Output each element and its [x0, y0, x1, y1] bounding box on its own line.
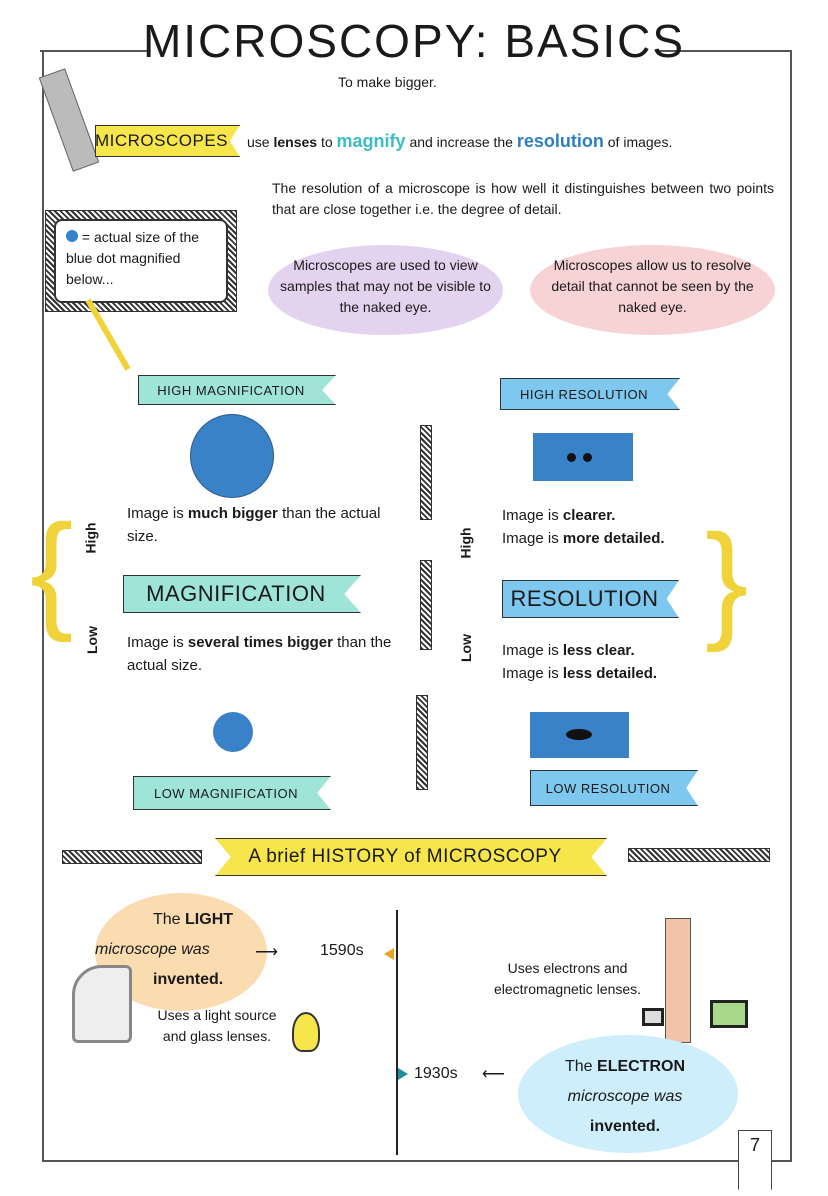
- large-blue-circle: [190, 414, 274, 498]
- text: Image is: [502, 642, 559, 659]
- timeline-line: [396, 910, 398, 1155]
- purple-note: Microscopes are used to view samples tha…: [268, 245, 503, 335]
- title-rule-left: [40, 50, 150, 52]
- high-magnification-banner: HIGH MAGNIFICATION: [138, 375, 336, 405]
- dot: [583, 453, 592, 462]
- electron-uses-text: Uses electrons and electromagnetic lense…: [493, 960, 642, 997]
- divider-3: [416, 695, 428, 790]
- dot-size-box-inner: = actual size of the blue dot magnified …: [54, 219, 228, 303]
- high-label: High: [457, 527, 474, 559]
- purple-note-text: Microscopes are used to view samples tha…: [280, 257, 491, 315]
- history-rule-right: [628, 848, 770, 862]
- note-to-make-bigger: To make bigger.: [338, 74, 437, 90]
- low-label: Low: [84, 626, 100, 654]
- pink-note-text: Microscopes allow us to resolve detail t…: [551, 257, 754, 315]
- dot-size-text: = actual size of the blue dot magnified …: [66, 229, 200, 287]
- electron-microscope-icon: [665, 918, 691, 1043]
- resolution-banner: RESOLUTION: [502, 580, 679, 618]
- text: clearer.: [562, 507, 616, 524]
- text: microscope was: [95, 941, 210, 958]
- high-magnification-text: Image is much bigger than the actual siz…: [127, 503, 397, 548]
- text: less detailed.: [562, 664, 658, 682]
- text: than the actual size.: [127, 505, 381, 545]
- dot: [567, 453, 576, 462]
- magnification-banner: MAGNIFICATION: [123, 575, 361, 613]
- low-magnification-banner: LOW MAGNIFICATION: [133, 776, 331, 810]
- microscopes-banner: MICROSCOPES: [95, 125, 240, 157]
- light-bulb-icon: [292, 1012, 320, 1052]
- resolution-word: resolution: [516, 131, 604, 151]
- dot-size-box: = actual size of the blue dot magnified …: [45, 210, 237, 312]
- text: more detailed.: [562, 529, 665, 547]
- text: Image is: [127, 634, 184, 651]
- monitor-icon: [710, 1000, 748, 1028]
- light-microscope-icon: [72, 965, 132, 1043]
- high-resolution-banner: HIGH RESOLUTION: [500, 378, 680, 410]
- divider-2: [420, 560, 432, 650]
- left-brace: {: [30, 497, 74, 643]
- year-1930s: 1930s: [414, 1065, 458, 1082]
- monitor-icon: [642, 1008, 664, 1026]
- history-banner: A brief HISTORY of MICROSCOPY: [215, 838, 607, 876]
- text: invented.: [589, 1118, 661, 1135]
- text: use: [247, 134, 270, 150]
- low-resolution-text: Image is less clear. Image is less detai…: [502, 640, 657, 685]
- text: Image is: [127, 505, 184, 522]
- text: LIGHT: [185, 911, 234, 928]
- text: invented.: [153, 971, 224, 988]
- arrow-to-1590s: ⟶: [255, 944, 278, 961]
- page-number-bookmark: 7: [738, 1130, 772, 1190]
- text: Image is: [502, 664, 559, 682]
- intro-sentence: use lenses to magnify and increase the r…: [247, 128, 672, 155]
- low-label: Low: [458, 634, 474, 662]
- text: ELECTRON: [597, 1058, 686, 1075]
- small-blue-circle: [213, 712, 253, 752]
- low-magnification-text: Image is several times bigger than the a…: [127, 632, 397, 677]
- year-1590s: 1590s: [320, 942, 364, 959]
- timeline-marker-1930s: [398, 1068, 408, 1080]
- text: of images.: [607, 134, 673, 150]
- resolution-definition: The resolution of a microscope is how we…: [272, 180, 774, 217]
- pink-note: Microscopes allow us to resolve detail t…: [530, 245, 775, 335]
- page-title: MICROSCOPY: BASICS: [142, 15, 686, 67]
- text: The: [153, 911, 181, 928]
- page-number: 7: [749, 1135, 760, 1155]
- text: much bigger: [187, 505, 278, 522]
- text: microscope was: [567, 1088, 683, 1105]
- light-text: The LIGHT microscope was invented.: [95, 905, 265, 995]
- electron-blob: [518, 1035, 738, 1153]
- low-resolution-banner: LOW RESOLUTION: [530, 770, 698, 806]
- history-rule-left: [62, 850, 202, 864]
- text: and increase the: [409, 134, 513, 150]
- light-uses-text: Uses a light source and glass lenses.: [157, 1007, 277, 1044]
- text: Image is: [502, 529, 559, 547]
- text: than the actual size.: [127, 634, 392, 674]
- high-resolution-image: [533, 433, 633, 481]
- right-brace: }: [705, 507, 749, 653]
- magnify-word: magnify: [336, 131, 406, 151]
- blue-dot-icon: [66, 230, 78, 242]
- page-frame: [42, 52, 792, 1162]
- text: less clear.: [562, 642, 635, 659]
- timeline-marker-1590s: [384, 948, 394, 960]
- text: Image is: [502, 507, 559, 524]
- high-resolution-text: Image is clearer. Image is more detailed…: [502, 505, 665, 550]
- title-rule-right: [655, 50, 792, 52]
- low-resolution-image: [530, 712, 629, 758]
- text: The: [564, 1058, 593, 1075]
- text: lenses: [273, 134, 318, 150]
- text: several times bigger: [187, 634, 333, 651]
- electron-text: The ELECTRON microscope was invented.: [530, 1052, 720, 1142]
- divider-1: [420, 425, 432, 520]
- arrow-to-1930s: ⟵: [482, 1066, 505, 1083]
- high-label: High: [82, 522, 99, 554]
- text: to: [320, 134, 333, 150]
- blurred-dot: [566, 729, 592, 740]
